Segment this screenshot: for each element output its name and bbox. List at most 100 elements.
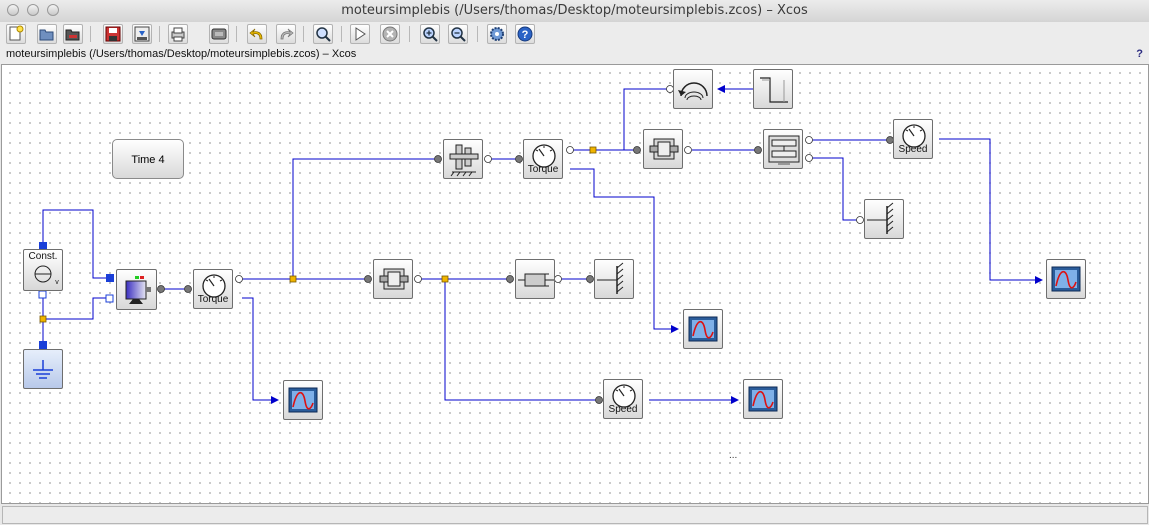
scope-block[interactable]	[683, 309, 723, 349]
diagram-path-bar: moteursimplebis (/Users/thomas/Desktop/m…	[0, 46, 1149, 64]
toolbar-separator	[477, 26, 478, 42]
open-button[interactable]	[37, 24, 57, 44]
clutch-icon	[768, 135, 800, 165]
toolbar-separator	[159, 26, 160, 42]
scope-block[interactable]	[743, 379, 783, 419]
brake-block[interactable]	[443, 139, 483, 179]
speed-label: Speed	[898, 144, 928, 155]
inertia-icon	[379, 268, 409, 290]
dc-motor-block[interactable]	[116, 269, 157, 310]
canvas-ellipsis: ...	[729, 450, 738, 461]
fit-diagram-icon	[316, 27, 331, 42]
split-point[interactable]	[589, 146, 597, 154]
diagram-path: moteursimplebis (/Users/thomas/Desktop/m…	[6, 48, 357, 60]
gauge-icon	[902, 124, 926, 148]
scope-icon	[748, 386, 778, 412]
torque-label: Torque	[527, 164, 559, 175]
save-icon	[105, 26, 121, 42]
redo-button[interactable]	[276, 24, 296, 44]
undo-icon	[249, 28, 263, 40]
spring-block[interactable]	[515, 259, 555, 299]
fixed-icon	[597, 262, 624, 294]
toolbar-separator	[341, 26, 342, 42]
scope-block[interactable]	[1046, 259, 1086, 299]
stop-button[interactable]	[380, 24, 400, 44]
const-label: Const.	[28, 251, 58, 262]
fit-diagram-button[interactable]	[313, 24, 333, 44]
stop-icon	[382, 26, 398, 42]
gauge-icon	[612, 384, 636, 408]
save-as-icon	[134, 26, 150, 42]
save-as-button[interactable]	[132, 24, 152, 44]
undo-button[interactable]	[247, 24, 267, 44]
toolbar-separator	[303, 26, 304, 42]
toolbar: ?	[0, 22, 1149, 46]
scope-block[interactable]	[283, 380, 323, 420]
start-button[interactable]	[350, 24, 370, 44]
open-in-scilab-button[interactable]	[63, 24, 83, 44]
voltage-source-icon	[34, 265, 52, 283]
inertia-block[interactable]	[373, 259, 413, 299]
window-title: moteursimplebis (/Users/thomas/Desktop/m…	[341, 3, 808, 18]
step-block[interactable]	[753, 69, 793, 109]
save-button[interactable]	[103, 24, 123, 44]
setup-button[interactable]	[487, 24, 507, 44]
zoom-in-button[interactable]	[420, 24, 440, 44]
torque-sensor-block[interactable]: Torque	[523, 139, 563, 179]
links-layer	[38, 85, 1043, 404]
status-bar	[2, 506, 1148, 524]
clutch-block[interactable]	[763, 129, 803, 169]
const-port-label: v	[55, 279, 59, 286]
speed-sensor-block[interactable]: Speed	[893, 119, 933, 159]
new-diagram-button[interactable]	[6, 24, 26, 44]
help-question-mark[interactable]: ?	[1136, 48, 1143, 60]
split-point[interactable]	[39, 315, 47, 323]
brake-icon	[449, 144, 479, 177]
step-icon	[760, 77, 788, 103]
split-point[interactable]	[289, 275, 297, 283]
gauge-icon	[532, 144, 556, 168]
close-window-button[interactable]	[7, 4, 19, 16]
constant-voltage-block[interactable]: Const. v	[23, 249, 63, 291]
gauge-icon	[202, 274, 226, 298]
torque-label: Torque	[197, 294, 229, 305]
torque-sensor-block[interactable]: Torque	[193, 269, 233, 309]
diagram-canvas[interactable]: Time 4 Const. v Torque Torque	[1, 64, 1149, 504]
speed-sensor-block[interactable]: Speed	[603, 379, 643, 419]
minimize-window-button[interactable]	[27, 4, 39, 16]
open-icon	[39, 29, 54, 41]
new-diagram-icon	[9, 25, 24, 41]
fixed-icon	[867, 202, 894, 234]
scope-icon	[688, 316, 718, 342]
zoom-window-button[interactable]	[47, 4, 59, 16]
help-button[interactable]: ?	[515, 24, 535, 44]
ground-block[interactable]	[23, 349, 63, 389]
scope-icon	[288, 387, 318, 413]
scope-icon	[1051, 266, 1081, 292]
time-block[interactable]: Time 4	[112, 139, 184, 179]
help-icon: ?	[517, 26, 533, 42]
inertia-icon	[649, 138, 679, 160]
split-point[interactable]	[441, 275, 449, 283]
toolbar-separator	[409, 26, 410, 42]
print-button[interactable]	[168, 24, 188, 44]
setup-icon	[490, 27, 504, 41]
zoom-out-icon	[451, 27, 466, 42]
svg-text:?: ?	[522, 29, 529, 41]
export-button[interactable]	[209, 24, 229, 44]
toolbar-separator	[90, 26, 91, 42]
print-icon	[171, 27, 185, 42]
redo-icon	[280, 28, 294, 40]
fixed-block[interactable]	[864, 199, 904, 239]
window-titlebar: moteursimplebis (/Users/thomas/Desktop/m…	[0, 0, 1149, 23]
open-in-scilab-icon	[65, 29, 80, 41]
fixed-block[interactable]	[594, 259, 634, 299]
spring-icon	[518, 273, 554, 287]
torque-source-block[interactable]	[673, 69, 713, 109]
speed-label: Speed	[608, 404, 638, 415]
zoom-out-button[interactable]	[448, 24, 468, 44]
zoom-in-icon	[423, 27, 438, 42]
dc-motor-icon	[125, 276, 151, 304]
rotation-arrow-icon	[678, 82, 708, 101]
inertia-block[interactable]	[643, 129, 683, 169]
